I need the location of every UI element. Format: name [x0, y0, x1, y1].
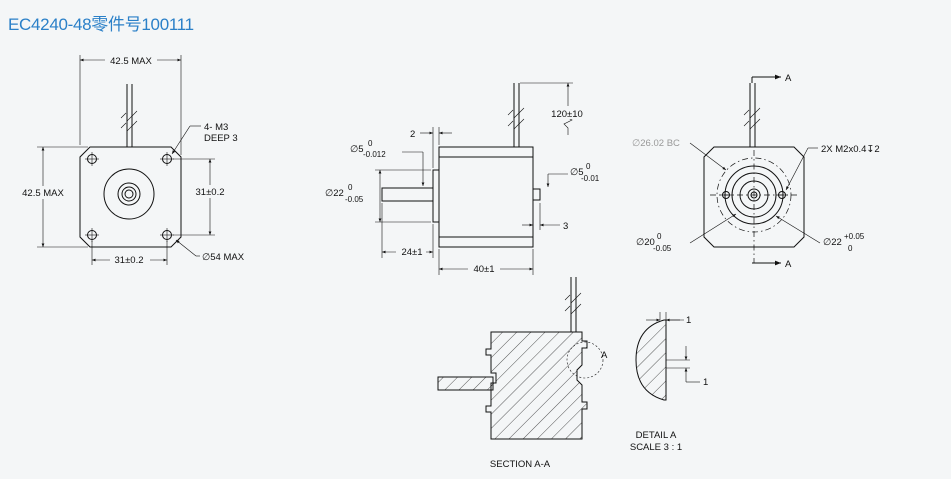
detail-caption-2: SCALE 3 : 1 [630, 442, 682, 453]
width-dim-label: 42.5 MAX [110, 56, 152, 67]
bc-label: ∅26.02 BC [632, 138, 680, 149]
section-marker-bottom: A [785, 259, 792, 270]
section-view: A SECTION A-A [437, 277, 608, 470]
boss-dia-main: ∅22 [325, 188, 344, 199]
detail-caption-1: DETAIL A [636, 430, 677, 441]
section-marker-top: A [785, 73, 792, 84]
hole-spacing-horizontal: 31±0.2 [115, 255, 144, 266]
rear-length-label: 3 [563, 221, 568, 232]
mounting-holes [85, 152, 174, 242]
diagonal-dim-label: ∅54 MAX [202, 252, 245, 263]
body-length-label: 40±1 [473, 264, 494, 275]
gap-label: 2 [410, 129, 415, 140]
right-dia-up: +0.05 [844, 232, 865, 241]
detail-marker: A [601, 350, 608, 361]
tap-label: 2X M2x0.4↧2 [821, 144, 880, 155]
height-dim-label: 42.5 MAX [22, 188, 64, 199]
left-dia-down: -0.05 [653, 244, 672, 253]
rear-shaft-dia-up: 0 [586, 162, 591, 171]
detail-view: 1 1 DETAIL A SCALE 3 : 1 [630, 312, 708, 453]
shaft-length-label: 24±1 [401, 247, 422, 258]
hole-callout-2: DEEP 3 [204, 133, 238, 144]
shaft-dia-down: -0.012 [363, 150, 386, 159]
shaft-dia-up: 0 [368, 139, 373, 148]
detail-dim-top: 1 [686, 315, 691, 326]
rear-shaft-dia-down: -0.01 [581, 174, 600, 183]
rear-shaft-dia-main: ∅5 [570, 167, 584, 178]
lead-length-label: 120±10 [551, 109, 583, 120]
front-view: 42.5 MAX 42.5 MAX 4- M3 DEEP 3 31±0.2 31… [18, 53, 245, 266]
hole-callout-1: 4- M3 [204, 122, 228, 133]
right-dia-main: ∅22 [823, 237, 842, 248]
hole-spacing-vertical: 31±0.2 [196, 187, 225, 198]
left-dia-up: 0 [657, 232, 662, 241]
right-dia-down: 0 [848, 244, 853, 253]
shaft-dia-main: ∅5 [350, 144, 364, 155]
left-dia-main: ∅20 [636, 237, 655, 248]
section-caption: SECTION A-A [490, 459, 551, 470]
detail-dim-bottom: 1 [703, 377, 708, 388]
rear-view: A A ∅26.02 BC 2X M2x0.4↧2 ∅20 0 -0.05 ∅2… [632, 73, 880, 270]
boss-dia-up: 0 [348, 183, 353, 192]
boss-dia-down: -0.05 [345, 195, 364, 204]
drawing-title: EC4240-48零件号100111 [8, 15, 194, 34]
side-view: 120±10 2 ∅5 0 -0.012 ∅22 0 -0.05 ∅5 0 -0… [323, 82, 600, 275]
